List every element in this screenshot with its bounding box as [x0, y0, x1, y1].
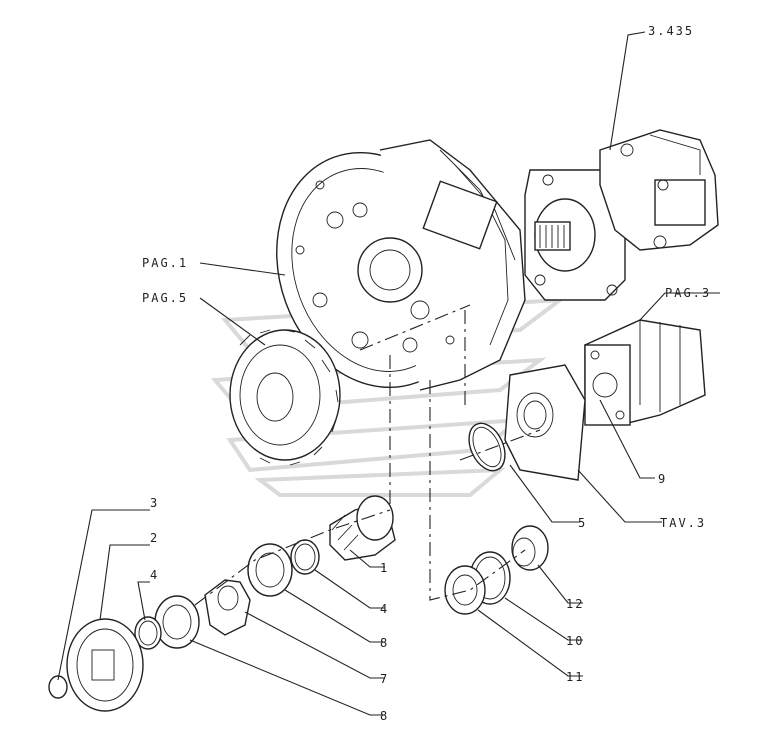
gear-pag5 [229, 329, 341, 466]
label-9: 9 [658, 472, 667, 486]
cover-plate [504, 364, 586, 481]
label-4-right: 4 [380, 602, 389, 616]
ring-3 [48, 675, 68, 699]
snap-ring-4-right [290, 539, 320, 575]
label-pag3: PAG.3 [665, 286, 711, 300]
center-lines [194, 304, 541, 606]
label-2: 2 [150, 531, 159, 545]
bearing-8-left [154, 595, 200, 649]
label-1: 1 [380, 561, 389, 575]
spacer-7 [204, 579, 251, 636]
coupling-11 [444, 565, 486, 615]
label-3: 3 [150, 496, 159, 510]
snap-ring-5 [468, 422, 506, 472]
leader-lines [57, 31, 720, 716]
main-housing [276, 139, 526, 391]
label-4-left: 4 [150, 568, 159, 582]
gear-pump [584, 319, 706, 426]
label-pag5: PAG.5 [142, 291, 188, 305]
label-8-right: 8 [380, 636, 389, 650]
hydraulic-motor [524, 129, 719, 301]
label-pag1: PAG.1 [142, 256, 188, 270]
label-8-left: 8 [380, 709, 389, 723]
label-12: 12 [566, 597, 584, 611]
gear-2 [66, 618, 144, 712]
label-5: 5 [578, 516, 587, 530]
part-labels: 3.435 PAG.1 PAG.5 PAG.3 9 TAV.3 5 1 4 8 … [142, 24, 711, 723]
label-7: 7 [380, 672, 389, 686]
bearing-8-right [247, 543, 293, 597]
label-11: 11 [566, 670, 584, 684]
label-tav3: TAV.3 [660, 516, 706, 530]
label-10: 10 [566, 634, 584, 648]
seal-12 [511, 525, 549, 571]
shaft-1 [329, 495, 396, 561]
label-3435: 3.435 [648, 24, 694, 38]
snap-ring-4-left [134, 616, 162, 650]
